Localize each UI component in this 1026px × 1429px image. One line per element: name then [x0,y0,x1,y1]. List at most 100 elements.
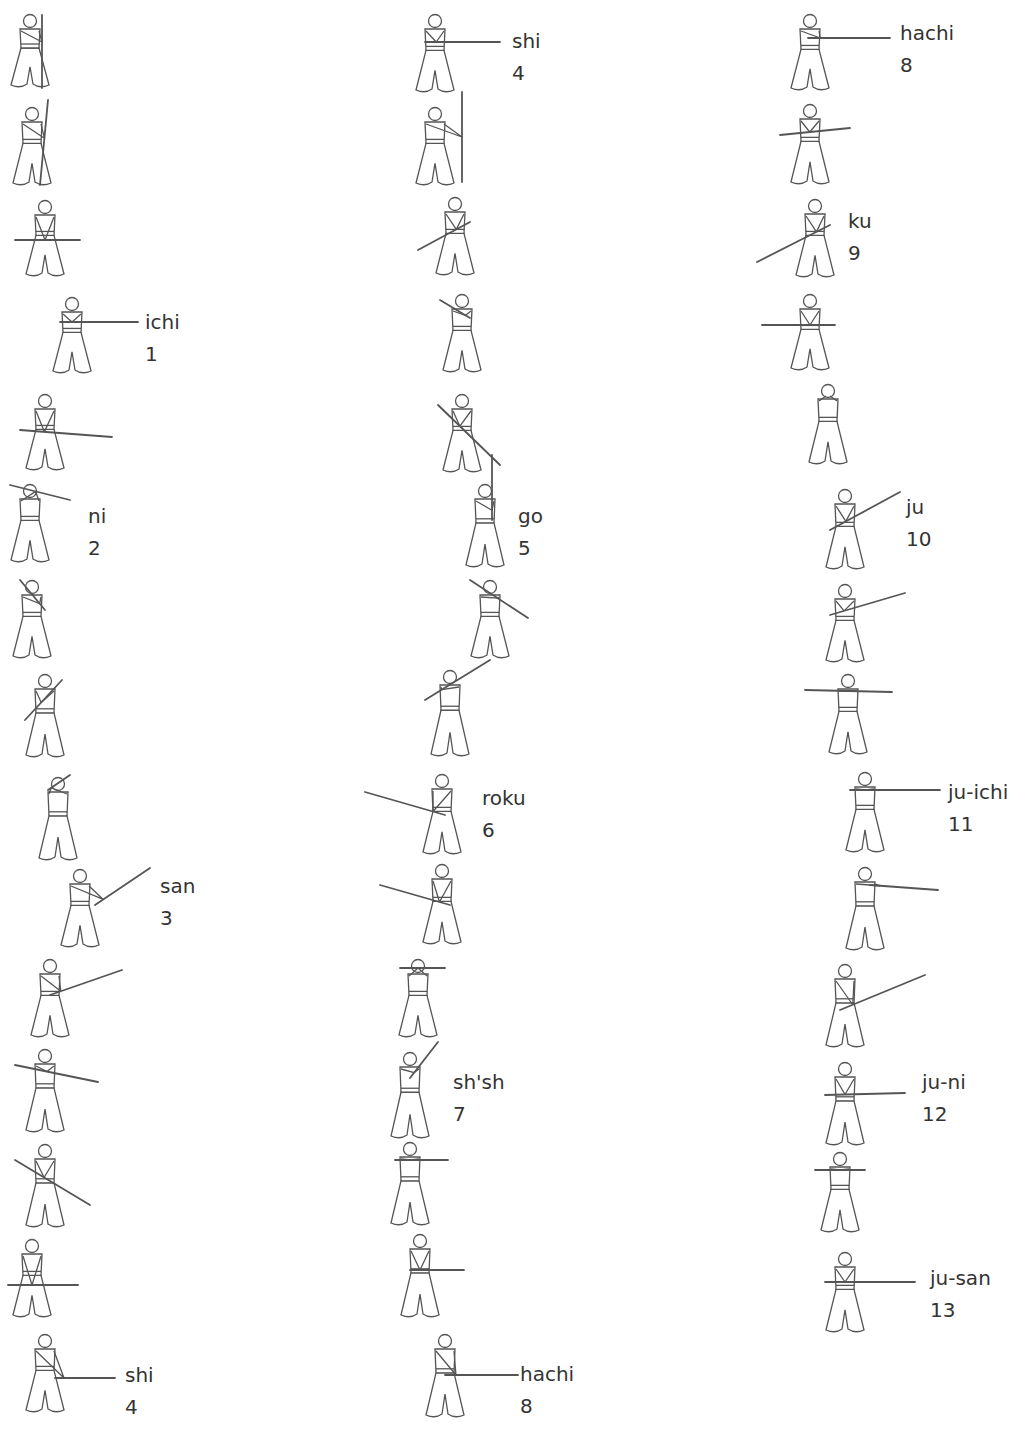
kata-figure [809,385,847,464]
hakama [826,620,864,661]
head [859,773,872,786]
head [804,105,817,118]
hakama [809,421,847,463]
obi [71,901,89,902]
count-label: 9 [848,242,861,264]
arms [71,886,103,899]
arms [23,124,44,138]
hakama [846,906,884,950]
hakama [436,233,474,274]
count-label: 6 [482,819,495,841]
obi [831,1185,849,1186]
torso [835,1267,855,1289]
arms [23,1256,41,1285]
jo-staff [491,455,493,520]
head [39,1335,52,1348]
head [456,395,469,408]
hakama [443,330,481,371]
arms [819,396,837,401]
kata-figure [25,675,64,757]
count-label: ju-san [930,1267,991,1289]
jo-staff [20,430,112,437]
count-label: 1 [145,343,158,365]
count-label: hachi [900,22,954,44]
torso [400,1067,420,1092]
arms [836,981,854,1005]
torso [835,504,855,526]
head [839,1063,852,1076]
jo-staff [805,690,892,692]
count-label: ju-ichi [948,781,1008,803]
obi [401,1088,419,1089]
hakama [796,235,834,276]
obi [856,805,874,806]
arms [433,791,451,812]
kata-figure [15,201,80,276]
hakama [466,523,504,567]
jo-staff [425,660,490,700]
arms [49,788,67,794]
jo-staff [8,1284,78,1286]
arms [801,121,819,132]
hakama [416,50,454,91]
jo-staff [870,885,938,890]
jo-staff [762,324,835,326]
kata-figure [20,395,112,470]
jo-staff [20,580,45,610]
arms [41,976,61,991]
jo-staff [95,868,150,905]
obi [23,1271,41,1272]
torso [835,979,855,1003]
obi [801,137,819,138]
jo-staff [830,593,905,615]
obi [36,425,54,426]
jo-staff [840,975,925,1010]
jo-staff [55,1377,115,1379]
hakama [791,141,829,183]
count-label: 8 [520,1395,533,1417]
head [804,15,817,28]
torso [35,1159,55,1183]
kata-figure [438,395,500,472]
arms [426,124,462,137]
head [404,1053,417,1066]
head [26,581,39,594]
jo-staff [410,1269,464,1271]
jo-staff [418,222,470,250]
jo-staff [808,37,890,39]
kata-figure [13,100,51,185]
torso [22,1254,42,1275]
jo-staff [830,492,900,530]
hakama [471,616,509,657]
count-label: shi [125,1364,154,1386]
arms [21,31,42,42]
jo-staff [825,1281,915,1283]
hakama [26,429,64,469]
obi [21,516,39,517]
torso [425,29,445,50]
count-label: 11 [948,813,973,835]
kata-figure [15,1145,90,1227]
hakama [13,616,51,657]
kata-figure [416,15,500,92]
hakama [826,1101,864,1145]
obi [41,991,59,992]
jo-staff [395,1159,448,1161]
obi [836,1096,854,1097]
hakama [829,711,867,753]
head [39,201,52,214]
obi [21,43,39,44]
kata-figure [391,1042,438,1138]
torso [818,399,838,421]
count-label: 4 [512,62,525,84]
arms [433,881,451,902]
count-label: 12 [922,1103,947,1125]
hakama [11,520,49,561]
kata-figure [762,295,835,370]
jo-staff [15,239,80,241]
obi [819,417,837,418]
obi [23,612,41,613]
hakama [791,49,829,89]
jo-staff [410,1042,438,1078]
jo-staff [400,967,445,969]
